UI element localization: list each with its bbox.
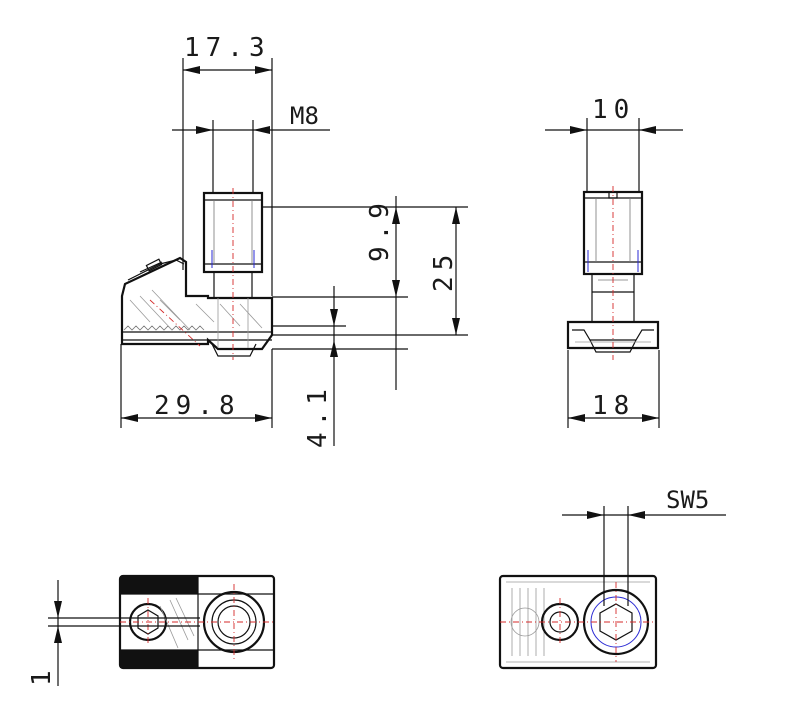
dim-base-offset: 4.1 <box>303 383 333 448</box>
front-dimensions: 17.3 M8 9.9 25 4.1 29.8 <box>120 33 468 448</box>
plan-view-left <box>118 574 276 670</box>
side-view <box>566 186 660 360</box>
dim-side-width-top: 10 <box>592 95 635 125</box>
dim-width-top: 17.3 <box>184 33 271 63</box>
dim-side-width-base: 18 <box>592 391 635 421</box>
dim-height-total: 25 <box>429 249 459 292</box>
side-dimensions: 10 18 <box>545 95 683 428</box>
plan-view-right <box>498 574 658 670</box>
dim-thread: M8 <box>290 102 319 130</box>
dim-height-upper: 9.9 <box>365 197 395 262</box>
dim-plan-offset: 1 <box>27 664 57 686</box>
dim-width-base: 29.8 <box>154 391 241 421</box>
front-view <box>120 188 274 360</box>
plan-right-dimension: SW5 <box>562 486 726 606</box>
dim-wrench-size: SW5 <box>666 486 709 514</box>
plan-left-dimension: 1 <box>27 580 200 686</box>
